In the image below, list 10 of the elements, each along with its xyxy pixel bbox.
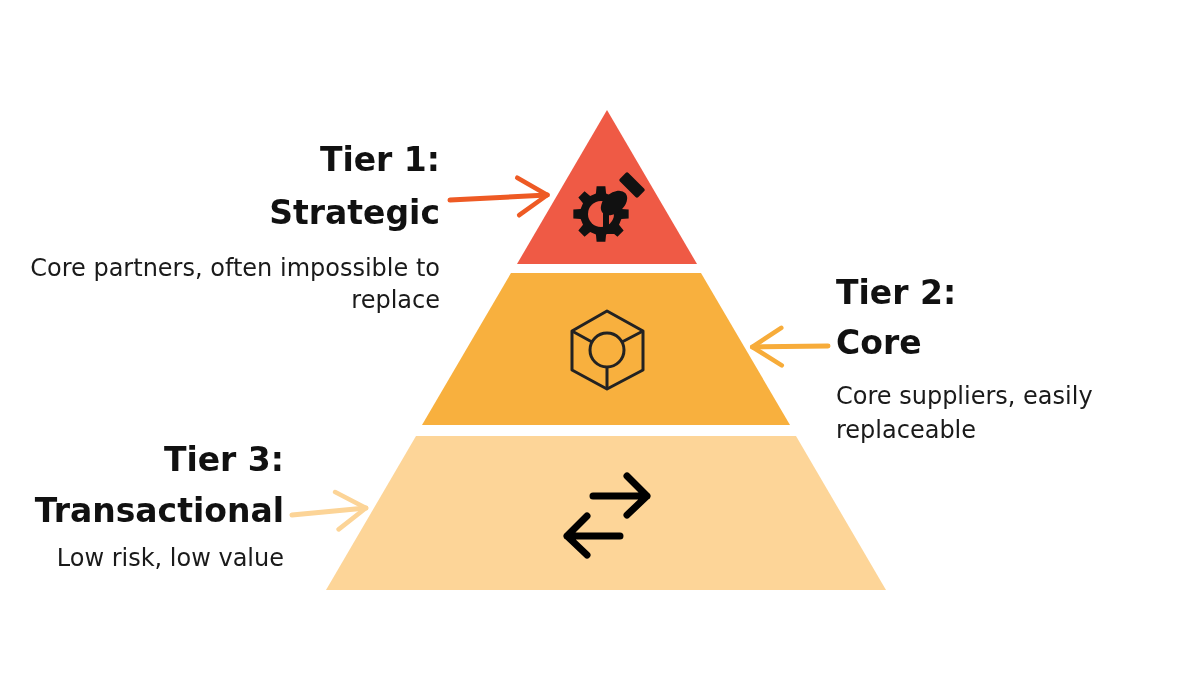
tier-description: Core partners, often impossible to replace	[29, 253, 440, 316]
arrow	[289, 489, 369, 532]
tier-title: Tier 2: Core	[836, 272, 958, 364]
tier-description: Low risk, low value	[55, 543, 284, 574]
tier-title: Tier 1: Strategic	[268, 139, 440, 234]
tier-description: Core suppliers, easily replaceable	[836, 381, 1094, 446]
arrow	[447, 175, 550, 218]
pyramid-apex-tier	[517, 110, 697, 264]
tier-title: Tier 3: Transactional	[33, 439, 284, 532]
arrow	[749, 325, 831, 368]
